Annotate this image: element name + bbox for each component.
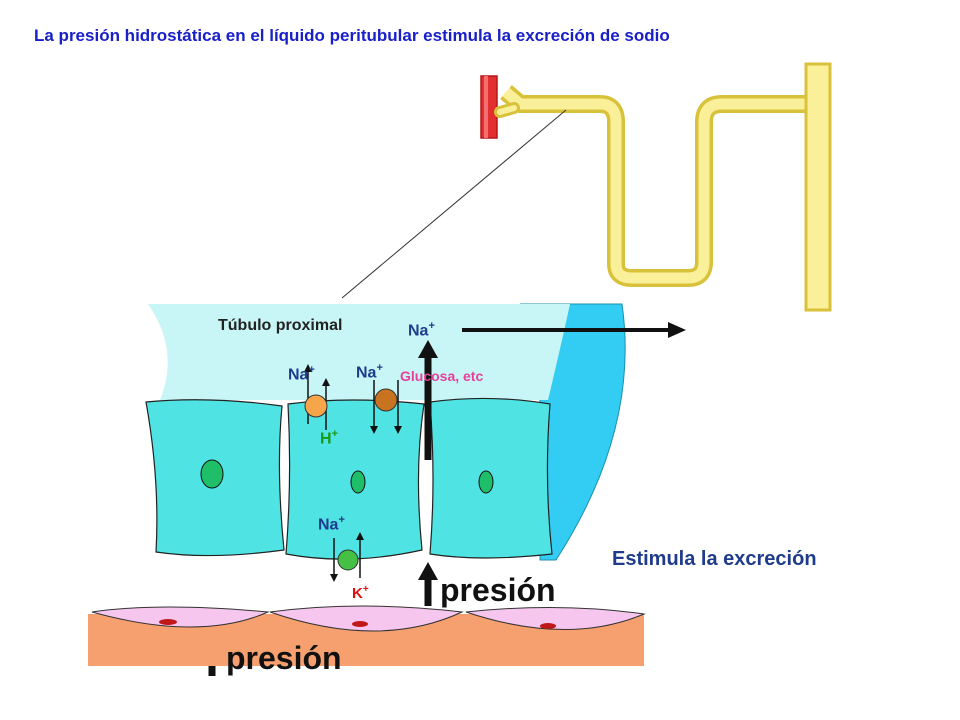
nucleus-2 (350, 470, 366, 494)
page-title: La presión hidrostática en el líquido pe… (34, 26, 670, 45)
symporter-na-glucose (374, 388, 398, 412)
lumen (148, 304, 570, 400)
collecting-duct (804, 62, 832, 312)
k-ion-label: K+ (352, 584, 369, 602)
transporters (304, 364, 402, 582)
h-ion-label: H+ (320, 428, 338, 448)
tubulo-proximal-label: Túbulo proximal (218, 317, 343, 334)
tubule-path (500, 85, 818, 287)
zoom-line (341, 109, 567, 299)
nephron-schematic (341, 62, 832, 312)
endothelial-cell-2 (269, 605, 464, 632)
na-label-left: Na+ (288, 364, 315, 384)
na-label-bottom: Na+ (318, 514, 345, 534)
na-label-mid: Na+ (356, 362, 383, 382)
antiporter-na-h (304, 394, 328, 418)
peritubular-capillary (88, 605, 646, 666)
na-k-pump (337, 549, 359, 571)
endothelial-cell-3 (465, 606, 646, 630)
presion-label-upper: presión (440, 572, 556, 608)
endothelial-cell-1 (91, 606, 270, 628)
na-label-top: Na+ (408, 320, 435, 340)
glucose-label: Glucosa, etc (400, 368, 484, 384)
nucleus-1 (200, 459, 224, 489)
estimula-label: Estimula la excreción (612, 548, 817, 570)
tubule-detail (145, 303, 626, 561)
nucleus-3 (478, 470, 494, 494)
presion-label-lower: presión (226, 640, 342, 676)
blood-vessel (480, 75, 498, 139)
